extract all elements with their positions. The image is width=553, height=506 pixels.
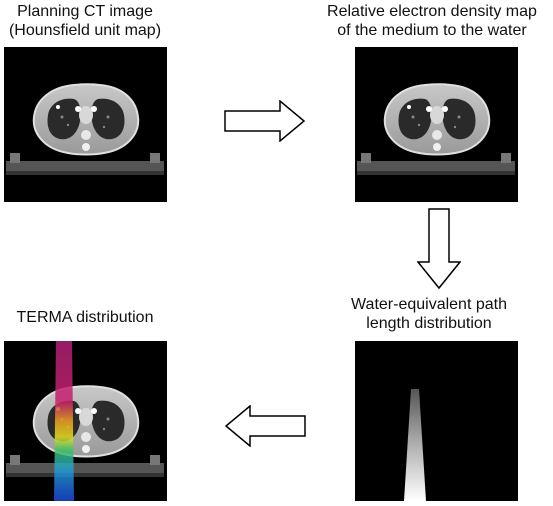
ct-image <box>5 83 165 176</box>
terma-caption-line1: TERMA distribution <box>16 309 154 326</box>
red-caption-line1: Relative electron density map <box>327 3 537 20</box>
red-caption: Relative electron density map of the med… <box>318 2 546 40</box>
arrow-ct-to-red <box>224 100 306 142</box>
red-caption-line2: of the medium to the water <box>337 22 527 39</box>
wepl-caption: Water-equivalent path length distributio… <box>340 295 518 333</box>
terma-panel <box>4 341 167 501</box>
arrow-wepl-to-terma <box>224 405 306 447</box>
wepl-beam <box>404 389 426 501</box>
wepl-caption-line1: Water-equivalent path <box>351 296 507 313</box>
ct-caption-line2: (Hounsfield unit map) <box>8 22 162 39</box>
ct-image-panel <box>4 47 167 202</box>
wepl-image <box>404 389 426 501</box>
terma-image <box>5 341 165 501</box>
ct-caption: Planning CT image (Hounsfield unit map) <box>0 2 170 40</box>
terma-beam <box>54 341 74 501</box>
red-map-image <box>356 83 516 176</box>
ct-caption-line1: Planning CT image <box>17 3 153 20</box>
wepl-caption-line2: length distribution <box>366 315 492 332</box>
terma-caption: TERMA distribution <box>0 308 170 327</box>
wepl-panel <box>355 341 518 501</box>
arrow-red-to-wepl <box>417 208 461 290</box>
red-map-panel <box>355 47 518 202</box>
